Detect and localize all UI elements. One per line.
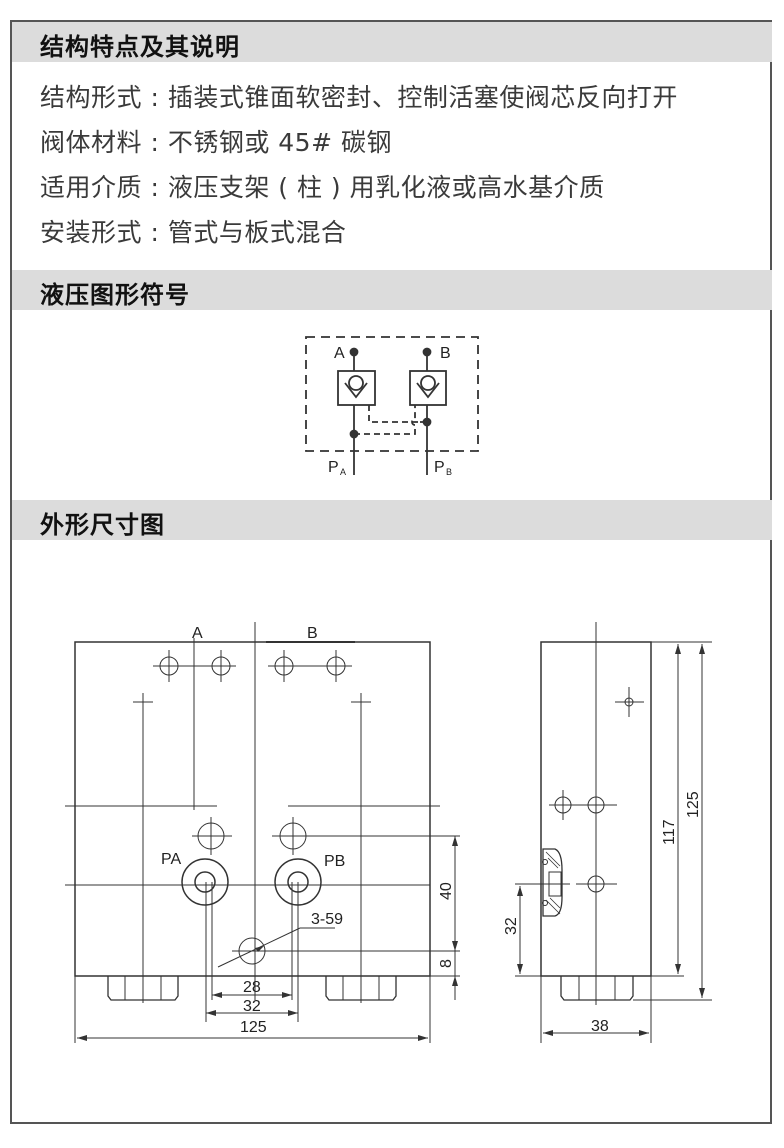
port-a-label: A [334,345,345,362]
feature-line-material: 阀体材料 : 不锈钢或 45# 碳钢 [40,128,392,157]
section-header-dimensions: 外形尺寸图 [12,500,772,540]
port-pa-label: P [328,459,339,476]
dim-side-32-label: 32 [503,917,520,935]
section-header-features: 结构特点及其说明 [12,22,772,62]
document-frame [10,20,772,1124]
dim-117-label: 117 [661,819,678,845]
dim-125-label: 125 [240,1019,267,1036]
dim-side-125-label: 125 [685,791,702,818]
port-pb-label: P [434,459,445,476]
dim-28-label: 28 [243,979,261,996]
front-port-pb-label: PB [324,853,345,870]
dim-38-label: 38 [591,1018,609,1035]
port-b-label: B [440,345,451,362]
section-header-symbol: 液压图形符号 [12,270,772,310]
dim-40-label: 40 [438,882,455,900]
front-port-b-label: B [307,625,318,642]
side-view-arrows [517,644,705,1036]
feature-line-structure: 结构形式 : 插装式锥面软密封、控制活塞使阀芯反向打开 [40,83,678,112]
hole-note-label: 3-59 [311,911,343,928]
hydraulic-symbol [305,336,479,475]
section-title: 外形尺寸图 [40,511,165,539]
front-port-a-label: A [192,625,203,642]
front-view [65,622,460,1043]
port-pa-subscript: A [340,467,346,477]
port-pb-subscript: B [446,467,452,477]
front-port-pa-label: PA [161,851,181,868]
section-title: 液压图形符号 [40,281,190,309]
dim-8-label: 8 [438,959,455,968]
side-view [515,622,712,1043]
feature-line-medium: 适用介质 : 液压支架 ( 柱 ) 用乳化液或高水基介质 [40,173,605,202]
dim-32-label: 32 [243,998,261,1015]
section-title: 结构特点及其说明 [40,33,240,61]
feature-line-mounting: 安装形式 : 管式与板式混合 [40,218,347,247]
front-view-arrows [77,836,458,1041]
